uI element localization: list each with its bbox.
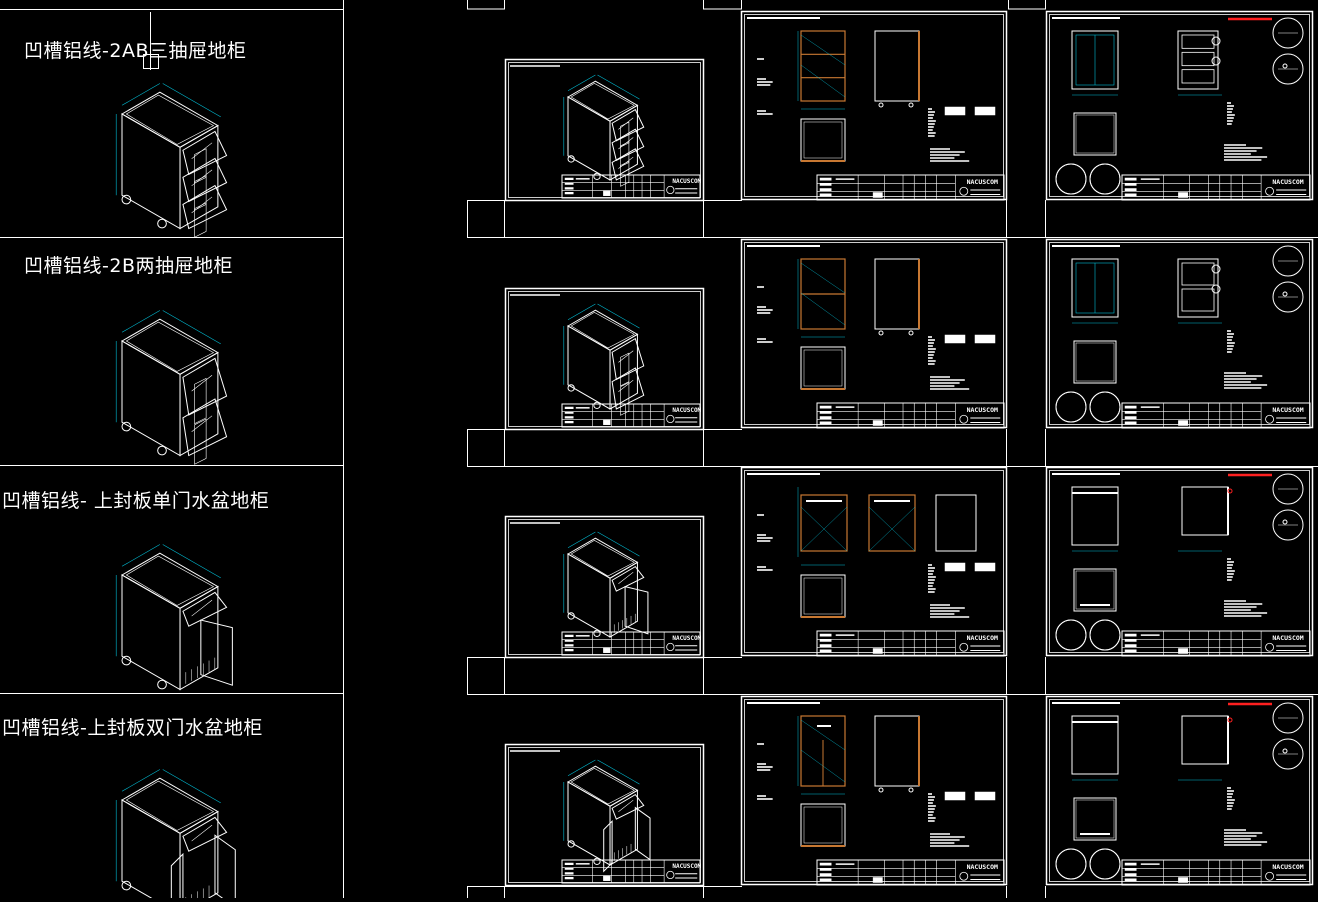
drawing-row-4: NACUSCOM NACUSCOM NACUSCOM: [115, 695, 1314, 902]
drawing-row-3: NACUSCOM NACUSCOM NACUSCOM: [115, 466, 1314, 691]
title-block-brand: NACUSCOM: [967, 406, 998, 414]
notes-text: [928, 793, 936, 822]
notes-text: [1224, 600, 1268, 617]
row-title-2[interactable]: 凹槽铝线-2B两抽屉地柜: [24, 255, 233, 277]
cabinet-isometric: [563, 531, 649, 638]
title-block-brand: NACUSCOM: [967, 634, 998, 642]
notes-text: [757, 795, 773, 800]
sheet-orthographic: NACUSCOM: [740, 238, 1008, 429]
cabinet-isometric: [563, 74, 645, 187]
row-title-1[interactable]: 凹槽铝线-2AB三抽屉地柜: [24, 40, 247, 62]
notes-text: [757, 534, 773, 542]
title-block-brand: NACUSCOM: [672, 407, 701, 414]
title-block-brand: NACUSCOM: [672, 863, 701, 870]
title-block: NACUSCOM: [561, 859, 702, 884]
title-block: NACUSCOM: [1121, 630, 1311, 657]
sheet-orthographic: NACUSCOM: [740, 10, 1008, 201]
sheet-isometric: NACUSCOM: [504, 515, 705, 659]
notes-text: [1224, 829, 1268, 846]
notes-text: [928, 108, 936, 137]
notes-text: [757, 306, 773, 314]
drawing-row-2: NACUSCOM NACUSCOM NACUSCOM: [115, 238, 1314, 465]
notes-text: [1224, 144, 1268, 161]
sheet-isometric: NACUSCOM: [504, 743, 705, 887]
notes-text: [757, 110, 773, 115]
row-title-3[interactable]: 凹槽铝线- 上封板单门水盆地柜: [2, 490, 270, 512]
title-block: NACUSCOM: [561, 174, 702, 199]
sheet-details: NACUSCOM: [1045, 10, 1314, 201]
layout-grid-row-4: [467, 886, 1046, 902]
notes-text: [930, 376, 970, 390]
title-block-brand: NACUSCOM: [967, 178, 998, 186]
cabinet-isometric: [115, 83, 228, 238]
notes-text: [930, 604, 970, 618]
drawing-row-1: NACUSCOM NACUSCOM NACUSCOM: [115, 10, 1314, 238]
notes-text: [1227, 102, 1235, 125]
title-block: NACUSCOM: [1121, 859, 1311, 886]
title-block: NACUSCOM: [561, 403, 702, 428]
notes-text: [928, 564, 936, 593]
title-block-brand: NACUSCOM: [967, 863, 998, 871]
title-block-brand: NACUSCOM: [1272, 178, 1303, 186]
sheet-orthographic: NACUSCOM: [740, 466, 1008, 657]
cabinet-isometric: [563, 759, 651, 873]
notes-text: [930, 148, 970, 162]
cabinet-isometric: [115, 769, 236, 902]
notes-text: [757, 338, 773, 343]
layout-grid-lines: [0, 0, 1046, 898]
notes-text: [1227, 787, 1235, 810]
title-block: NACUSCOM: [816, 859, 1005, 886]
title-block-brand: NACUSCOM: [672, 635, 701, 642]
title-block: NACUSCOM: [1121, 402, 1311, 429]
title-block: NACUSCOM: [816, 402, 1005, 429]
notes-text: [757, 78, 773, 86]
sheet-isometric: NACUSCOM: [504, 58, 705, 202]
sheet-orthographic: NACUSCOM: [740, 695, 1008, 886]
layout-grid-row-3: [467, 657, 1318, 695]
notes-text: [757, 566, 773, 571]
notes-text: [928, 336, 936, 365]
title-block: NACUSCOM: [561, 631, 702, 656]
sheet-isometric: NACUSCOM: [504, 287, 705, 431]
title-block-brand: NACUSCOM: [1272, 406, 1303, 414]
sheet-details: NACUSCOM: [1045, 695, 1314, 886]
title-block: NACUSCOM: [816, 630, 1005, 657]
notes-text: [757, 763, 773, 771]
cabinet-isometric: [115, 310, 228, 465]
layout-grid-row-1: [467, 200, 1318, 238]
sheet-details: NACUSCOM: [1045, 466, 1314, 657]
notes-text: [930, 833, 970, 847]
cabinet-isometric: [563, 303, 645, 416]
title-block-brand: NACUSCOM: [1272, 634, 1303, 642]
title-block: NACUSCOM: [816, 174, 1005, 201]
notes-text: [1227, 558, 1235, 581]
title-block-brand: NACUSCOM: [1272, 863, 1303, 871]
sheet-details: NACUSCOM: [1045, 238, 1314, 429]
cabinet-isometric: [115, 544, 233, 691]
notes-text: [1227, 330, 1235, 353]
title-block-brand: NACUSCOM: [672, 178, 701, 185]
title-block: NACUSCOM: [1121, 174, 1311, 201]
notes-text: [1224, 372, 1268, 389]
row-title-4[interactable]: 凹槽铝线-上封板双门水盆地柜: [2, 717, 263, 739]
layout-grid-row-2: [467, 429, 1318, 467]
